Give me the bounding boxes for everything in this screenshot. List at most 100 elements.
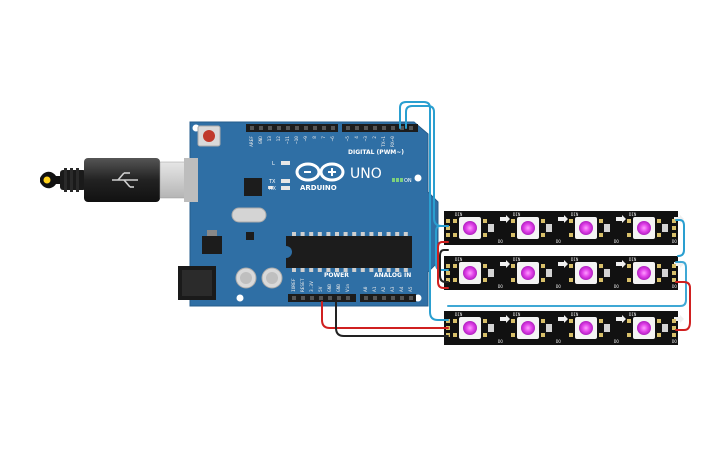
digital-pin-label: ~10	[294, 136, 300, 144]
header-pin[interactable]	[409, 126, 413, 130]
data-direction-arrow-icon	[616, 215, 626, 223]
neopixel-led[interactable]	[627, 217, 661, 239]
header-pin[interactable]	[382, 126, 386, 130]
strip-solder-pad[interactable]	[672, 226, 676, 230]
neopixel-led[interactable]	[569, 317, 603, 339]
header-pin[interactable]	[400, 296, 404, 300]
strip-pin-label: DIN	[513, 257, 521, 262]
strip-solder-pad[interactable]	[446, 278, 450, 282]
header-pin[interactable]	[304, 126, 308, 130]
ground-wire-strip-chain[interactable]	[439, 249, 449, 283]
header-pin[interactable]	[259, 126, 263, 130]
power-wire-strip-chain[interactable]	[437, 241, 449, 289]
header-pin[interactable]	[373, 296, 377, 300]
capacitor	[261, 267, 283, 289]
header-pin[interactable]	[400, 126, 404, 130]
header-pin[interactable]	[268, 126, 272, 130]
neopixel-led[interactable]	[453, 217, 487, 239]
neopixel-led[interactable]	[453, 317, 487, 339]
strip-solder-pad[interactable]	[672, 319, 676, 323]
chip-pin	[335, 268, 339, 272]
signal-wire-arduino-to-strip1-b[interactable]	[399, 101, 449, 321]
power-wire-5v[interactable]	[321, 301, 449, 329]
neopixel-led[interactable]	[511, 317, 545, 339]
strip-solder-pad[interactable]	[672, 271, 676, 275]
strip-pin-label: DO	[614, 284, 619, 289]
strip-solder-pad[interactable]	[672, 278, 676, 282]
strip-solder-pad[interactable]	[446, 264, 450, 268]
header-pin[interactable]	[328, 296, 332, 300]
header-pin[interactable]	[301, 296, 305, 300]
strip-pin-label: DIN	[455, 257, 463, 262]
header-pin[interactable]	[313, 126, 317, 130]
strip-pin-label: DIN	[571, 212, 579, 217]
usb-cable[interactable]	[40, 158, 195, 202]
signal-wire-arduino-to-strip1[interactable]	[405, 105, 449, 227]
header-pin[interactable]	[364, 296, 368, 300]
strip-pin-label: DIN	[455, 212, 463, 217]
strip-solder-pad[interactable]	[672, 264, 676, 268]
strip-solder-pad[interactable]	[672, 326, 676, 330]
strip-solder-pad[interactable]	[672, 233, 676, 237]
chip-pin	[292, 268, 296, 272]
data-direction-arrow-icon	[558, 315, 568, 323]
header-pin[interactable]	[331, 126, 335, 130]
status-leds: L TX RX	[268, 161, 290, 192]
neopixel-led[interactable]	[569, 217, 603, 239]
strip-solder-pad[interactable]	[672, 333, 676, 337]
header-pin[interactable]	[373, 126, 377, 130]
header-pin[interactable]	[319, 296, 323, 300]
header-pin[interactable]	[391, 296, 395, 300]
digital-pin-label: TX→1	[381, 136, 387, 147]
strip-solder-pad[interactable]	[446, 271, 450, 275]
header-pin[interactable]	[277, 126, 281, 130]
neopixel-led[interactable]	[627, 262, 661, 284]
strip-pin-label: DO	[672, 239, 677, 244]
smd-component	[604, 224, 610, 232]
dc-power-jack[interactable]	[178, 266, 216, 300]
digital-pin-label: ~6	[330, 136, 336, 142]
neopixel-led[interactable]	[627, 317, 661, 339]
header-pin[interactable]	[250, 126, 254, 130]
header-pin[interactable]	[364, 126, 368, 130]
header-pin[interactable]	[322, 126, 326, 130]
neopixel-led[interactable]	[569, 262, 603, 284]
strip-solder-pad[interactable]	[672, 219, 676, 223]
data-direction-arrow-icon	[500, 260, 510, 268]
strip-solder-pad[interactable]	[446, 226, 450, 230]
strip-solder-pad[interactable]	[446, 219, 450, 223]
signal-wire-strip2-end[interactable]	[675, 219, 685, 257]
header-pin[interactable]	[295, 126, 299, 130]
header-pin[interactable]	[337, 296, 341, 300]
header-pin[interactable]	[391, 126, 395, 130]
header-pin[interactable]	[409, 296, 413, 300]
reset-button[interactable]	[197, 125, 221, 147]
header-pin[interactable]	[355, 126, 359, 130]
header-pin[interactable]	[382, 296, 386, 300]
arduino-uno-board[interactable]: L TX RX ON ARDUINO UNO	[178, 121, 439, 307]
header-pin[interactable]	[346, 126, 350, 130]
signal-wire-strip2-to-strip3[interactable]	[447, 261, 687, 307]
strip-pin-label: DO	[672, 339, 677, 344]
strip-pin-label: DO	[498, 284, 503, 289]
header-pin[interactable]	[310, 296, 314, 300]
neopixel-led[interactable]	[511, 262, 545, 284]
neopixel-led[interactable]	[511, 217, 545, 239]
strip-solder-pad[interactable]	[446, 233, 450, 237]
chip-pin	[317, 232, 322, 236]
analog-pin-label: A3	[390, 286, 396, 292]
power-wire-strip-chain-right[interactable]	[675, 281, 691, 331]
header-pin[interactable]	[286, 126, 290, 130]
neopixel-led[interactable]	[453, 262, 487, 284]
ground-wire[interactable]	[335, 301, 449, 337]
chip-pin	[386, 268, 391, 272]
header-pin[interactable]	[292, 296, 296, 300]
header-pin[interactable]	[346, 296, 350, 300]
chip-pin	[326, 268, 331, 272]
